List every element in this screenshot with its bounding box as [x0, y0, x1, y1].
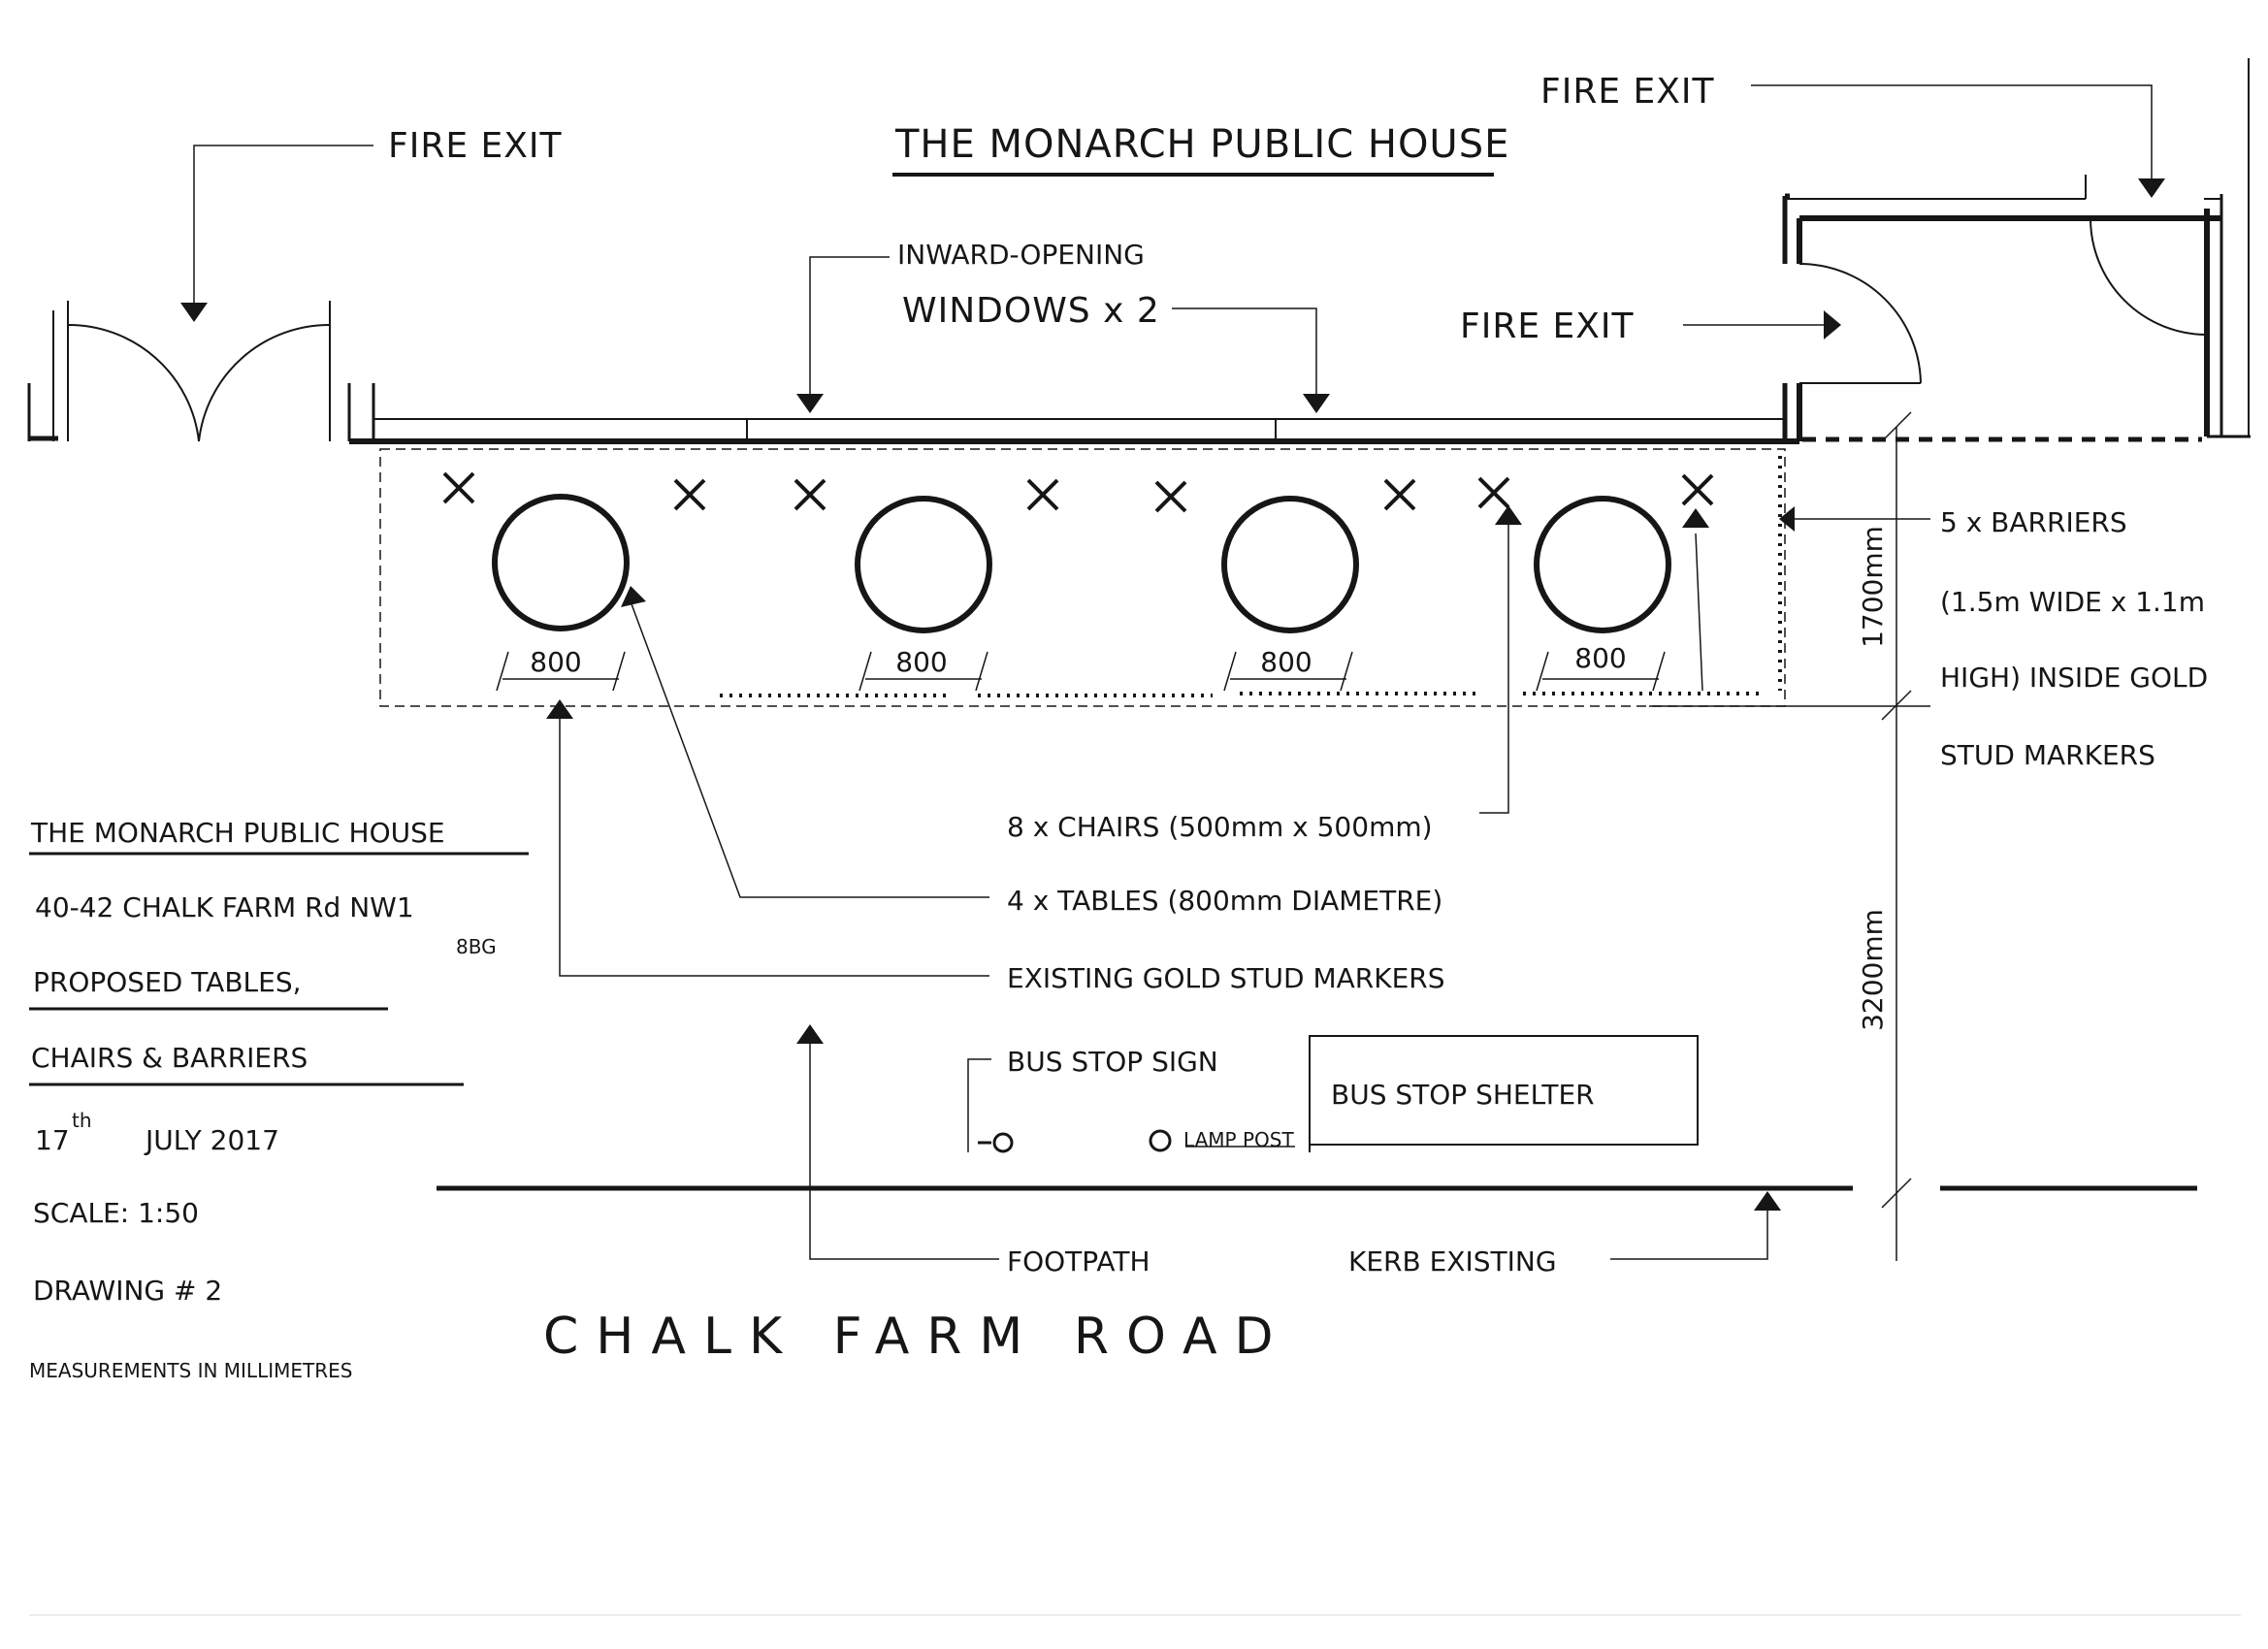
chair-mark — [1026, 478, 1059, 511]
side-door-swing — [1798, 263, 1922, 384]
rear-door-swing — [2090, 217, 2208, 336]
seating-area-outline — [379, 448, 1786, 707]
road-name: CHALK FARM ROAD — [543, 1308, 1291, 1366]
gold-studs-label: EXISTING GOLD STUD MARKERS — [1007, 962, 1445, 994]
leader-lines — [193, 84, 2153, 1260]
table-1 — [492, 494, 630, 631]
windows-label-line1: INWARD-OPENING — [897, 239, 1145, 271]
depth-footpath-label: 3200mm — [1857, 909, 1889, 1031]
title-block-purpose-line2: CHAIRS & BARRIERS — [31, 1042, 308, 1074]
chair-mark — [1383, 478, 1416, 511]
bus-stop-shelter-label: BUS STOP SHELTER — [1331, 1079, 1595, 1111]
depth-dimensions — [1649, 411, 1930, 1261]
chair-mark — [1681, 473, 1714, 506]
title-block-date-day: 17 — [35, 1124, 70, 1156]
barriers — [720, 456, 1782, 697]
title-block-address: 40-42 CHALK FARM Rd NW1 — [35, 891, 414, 923]
chair-mark — [1477, 476, 1510, 509]
bus-stop-sign-label: BUS STOP SIGN — [1007, 1046, 1218, 1078]
title-block-postcode: 8BG — [456, 935, 497, 958]
seating-area: 800 800 800 800 — [379, 448, 1786, 707]
chair-mark — [794, 478, 826, 511]
left-door-swing-2 — [198, 323, 331, 442]
drawing-title: THE MONARCH PUBLIC HOUSE — [894, 122, 1509, 167]
street — [437, 1035, 2197, 1191]
fire-exit-left-label: FIRE EXIT — [388, 126, 563, 166]
title-block-scale: SCALE: 1:50 — [33, 1197, 199, 1229]
chairs-label: 8 x CHAIRS (500mm x 500mm) — [1007, 811, 1433, 843]
tables-label: 4 x TABLES (800mm DIAMETRE) — [1007, 885, 1442, 917]
title-block-purpose-line1: PROPOSED TABLES, — [33, 966, 302, 998]
title-block-date-suffix: th — [72, 1109, 92, 1132]
title-block-drawing-number: DRAWING # 2 — [33, 1275, 222, 1307]
table-4 — [1534, 496, 1671, 633]
left-door-swing-1 — [67, 323, 200, 442]
bus-stop-shelter — [1309, 1035, 1699, 1146]
fire-exit-top-right-label: FIRE EXIT — [1540, 72, 1715, 112]
table-4-width: 800 — [1574, 642, 1626, 674]
barriers-label-line1: 5 x BARRIERS — [1940, 506, 2127, 538]
title-block-units: MEASUREMENTS IN MILLIMETRES — [29, 1359, 352, 1382]
table-dimensions — [496, 651, 1666, 692]
kerb-label: KERB EXISTING — [1348, 1245, 1557, 1277]
fire-exit-door-label: FIRE EXIT — [1460, 307, 1635, 346]
chair-mark — [442, 471, 475, 504]
barriers-label-line2: (1.5m WIDE x 1.1m — [1940, 586, 2205, 618]
table-2-width: 800 — [895, 646, 947, 678]
footpath-label: FOOTPATH — [1007, 1245, 1150, 1277]
title-block-date: JULY 2017 — [144, 1124, 279, 1156]
table-2 — [855, 496, 992, 633]
lamp-post — [1149, 1129, 1172, 1152]
arrowheads — [180, 178, 2165, 1211]
lamp-post-label: LAMP POST — [1183, 1128, 1294, 1151]
doors — [52, 217, 2208, 442]
title-block: THE MONARCH PUBLIC HOUSE 40-42 CHALK FAR… — [29, 817, 529, 1382]
depth-seating-label: 1700mm — [1857, 526, 1889, 648]
table-1-width: 800 — [530, 646, 581, 678]
table-3 — [1221, 496, 1359, 633]
bus-stop-sign-post — [992, 1132, 1014, 1153]
chair-mark — [673, 478, 706, 511]
windows-label-line2: WINDOWS x 2 — [902, 291, 1160, 331]
table-3-width: 800 — [1260, 646, 1312, 678]
chair-mark — [1154, 480, 1187, 513]
barriers-label-line3: HIGH) INSIDE GOLD — [1940, 662, 2208, 694]
title-block-name: THE MONARCH PUBLIC HOUSE — [30, 817, 445, 849]
barriers-label-line4: STUD MARKERS — [1940, 739, 2155, 771]
